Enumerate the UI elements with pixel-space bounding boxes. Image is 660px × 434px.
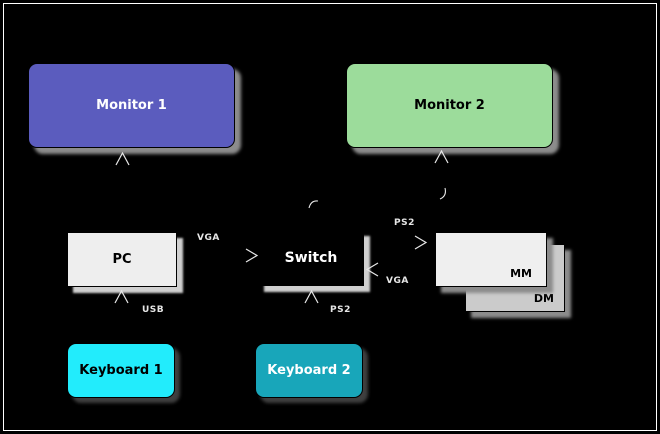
node-monitor-2-label: Monitor 2 — [414, 98, 485, 113]
connector-hook-down-icon — [436, 185, 450, 203]
node-pc: PC — [67, 232, 177, 287]
node-keyboard-2-label: Keyboard 2 — [267, 363, 351, 378]
arrowhead-left-icon — [365, 261, 381, 278]
node-monitor-1: Monitor 1 — [28, 63, 235, 148]
arrowhead-up-icon — [114, 151, 131, 167]
node-monitor-1-label: Monitor 1 — [96, 98, 167, 113]
edge-label-usb-below-pc: USB — [142, 305, 165, 315]
node-switch-label: Switch — [284, 250, 338, 266]
node-mm: MM — [435, 232, 547, 287]
node-keyboard-2: Keyboard 2 — [255, 343, 363, 398]
arrowhead-right-icon — [243, 247, 259, 264]
node-pc-label: PC — [112, 252, 132, 267]
arrowhead-up-icon — [433, 149, 450, 165]
edge-label-vga-right-of-switch: VGA — [386, 276, 409, 286]
edge-label-ps2-switch-to-mm: PS2 — [394, 218, 415, 228]
node-dm-label: DM — [533, 292, 554, 305]
edge-label-ps2-below-switch: PS2 — [330, 305, 351, 315]
node-mm-label: MM — [510, 267, 532, 280]
node-keyboard-1: Keyboard 1 — [67, 343, 175, 398]
arrowhead-up-icon — [113, 289, 130, 305]
node-keyboard-1-label: Keyboard 1 — [79, 363, 163, 378]
arrowhead-up-icon — [303, 289, 320, 305]
node-monitor-2: Monitor 2 — [346, 63, 553, 148]
arrowhead-right-icon — [412, 234, 428, 251]
edge-label-vga-pc-to-switch: VGA — [197, 233, 220, 243]
connector-curve-up-icon — [306, 197, 320, 211]
node-switch: Switch — [258, 230, 364, 286]
